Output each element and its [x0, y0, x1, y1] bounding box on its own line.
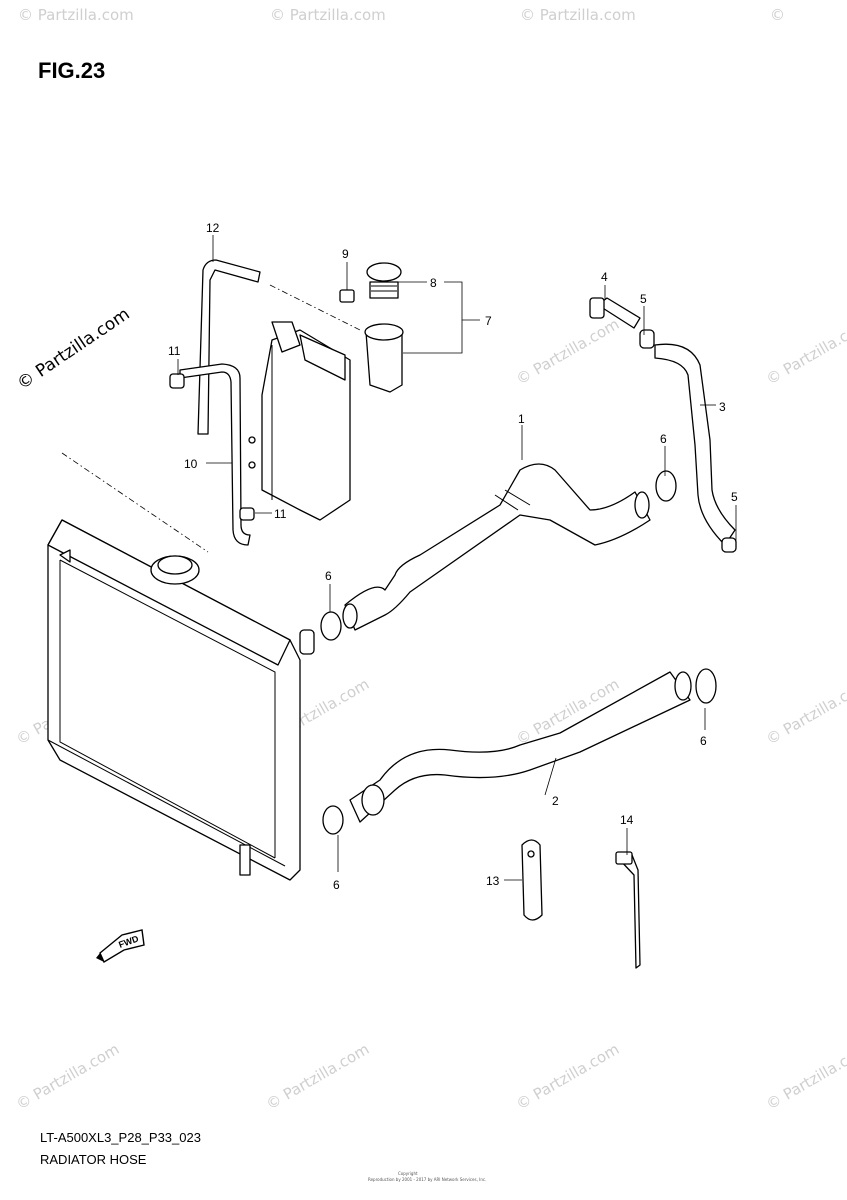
callout-8: 8 — [430, 276, 437, 290]
callout-11a: 11 — [168, 344, 181, 358]
reservoir-cap-part[interactable] — [366, 262, 402, 299]
callout-12: 12 — [206, 221, 220, 235]
watermark-text: © Partzilla.com — [763, 315, 847, 388]
reserve-tank-part[interactable] — [248, 321, 404, 521]
union-fitting-part[interactable] — [589, 297, 641, 329]
callout-5a: 5 — [640, 292, 647, 306]
callout-6a: 6 — [660, 432, 667, 446]
callout-7: 7 — [485, 314, 492, 328]
callout-4: 4 — [601, 270, 608, 284]
copyright-line1: Copyright — [398, 1171, 418, 1176]
callout-11b: 11 — [274, 507, 287, 521]
forward-arrow-icon: FWD — [96, 929, 145, 964]
radiator-outlet-hose-part[interactable] — [349, 671, 692, 823]
watermark-text: © Partzilla.com — [520, 6, 636, 24]
callout-9: 9 — [342, 247, 349, 261]
figure-title: FIG.23 — [38, 58, 105, 83]
hose-clamp-part[interactable] — [320, 470, 717, 835]
watermark-text: © Partzilla.com — [763, 675, 847, 748]
callout-6d: 6 — [333, 878, 340, 892]
copyright-line2: Reproduction by 2001 - 2017 by ARI Netwo… — [368, 1177, 486, 1182]
callout-14: 14 — [620, 813, 634, 827]
bypass-hose-part[interactable] — [639, 329, 737, 553]
retaining-clip-part[interactable] — [521, 839, 543, 921]
watermark-text: © Partzilla.com — [13, 1040, 122, 1113]
callout-10: 10 — [184, 457, 198, 471]
callout-6b: 6 — [325, 569, 332, 583]
watermark-text: © Partzilla.com — [263, 1040, 372, 1113]
watermark-text: © Partzilla.com — [513, 1040, 622, 1113]
callout-13: 13 — [486, 874, 500, 888]
radiator-inlet-hose-part[interactable] — [342, 463, 651, 631]
footer: LT-A500XL3_P28_P33_023 RADIATOR HOSE Cop… — [40, 1130, 486, 1182]
cable-tie-part[interactable] — [615, 851, 641, 969]
watermark-text: © Partzilla.com — [763, 1040, 847, 1113]
watermark-text: © Partzilla.com — [270, 6, 386, 24]
callout-3: 3 — [719, 400, 726, 414]
callout-1: 1 — [518, 412, 525, 426]
callout-5b: 5 — [731, 490, 738, 504]
section-name: RADIATOR HOSE — [40, 1152, 147, 1167]
model-code: LT-A500XL3_P28_P33_023 — [40, 1130, 201, 1145]
callout-2: 2 — [552, 794, 559, 808]
watermark-text: © Partzilla.com — [14, 304, 134, 394]
leader-lines — [177, 235, 737, 881]
callout-6c: 6 — [700, 734, 707, 748]
callout-labels: 1 2 3 4 5 5 6 6 6 6 7 8 9 10 11 11 12 13… — [168, 221, 738, 892]
watermark-text: © Partzilla.com — [18, 6, 134, 24]
watermark-text: © — [770, 6, 785, 24]
radiator-part[interactable] — [47, 452, 315, 881]
watermark-text: © Partzilla.com — [513, 315, 622, 388]
tank-hoses-part[interactable] — [169, 259, 261, 546]
